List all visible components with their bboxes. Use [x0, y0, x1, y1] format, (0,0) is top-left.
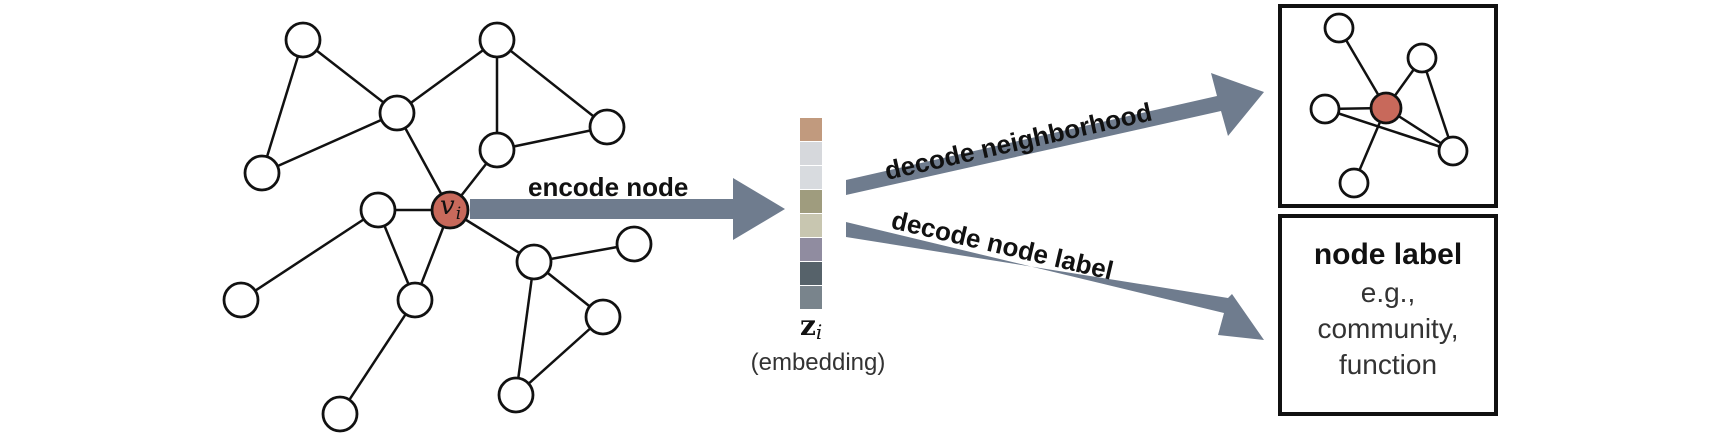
encode-label: encode node: [528, 172, 688, 202]
node-label-line-3: function: [1339, 349, 1437, 380]
graph-node-c: [243, 154, 281, 192]
embedding-cell-0: [800, 118, 822, 141]
graph-node-j: [321, 395, 359, 433]
graph-edges: [240, 38, 635, 415]
embedding-cell-4: [800, 214, 822, 237]
decode-neighborhood-label: decode neighborhood: [882, 97, 1155, 186]
embedding-cell-1: [800, 142, 822, 165]
graph-edge-a-b: [302, 39, 398, 114]
graph-node-b: [378, 94, 416, 132]
graph-node-d: [478, 21, 516, 59]
graph-node-a: [284, 21, 322, 59]
embedding-cell-5: [800, 238, 822, 261]
graph-edge-b-d: [396, 38, 498, 115]
graph-nodes: [222, 21, 653, 433]
node-label-box: [1278, 214, 1498, 416]
node-label-line-2: community,: [1317, 313, 1458, 344]
graph-edge-a-c: [260, 39, 305, 174]
decode-neighborhood-arrow: [846, 73, 1264, 195]
neighborhood-node-t: [1338, 167, 1370, 199]
graph-node-i: [396, 281, 434, 319]
graph-edge-i-j: [338, 299, 417, 415]
neighborhood-edge-r-s: [1324, 107, 1454, 153]
graph-node-center: [430, 190, 470, 230]
neighborhood-nodes: [1309, 12, 1469, 199]
graph-node-k: [515, 243, 553, 281]
graph-node-n: [497, 376, 535, 414]
graph-node-h: [222, 281, 260, 319]
graph-edge-m-n: [515, 316, 604, 396]
embedding-cell-6: [800, 262, 822, 285]
graph-edge-g-h: [240, 208, 379, 302]
embedding-cell-2: [800, 166, 822, 189]
node-label-line-1: e.g.,: [1361, 277, 1415, 308]
encode-arrow: [470, 178, 785, 240]
graph-edge-e-f: [496, 125, 608, 152]
graph-node-l: [615, 225, 653, 263]
graph-node-f: [478, 131, 516, 169]
center-node-label: vi: [440, 191, 461, 224]
graph-edge-b-c: [261, 111, 398, 175]
neighborhood-node-p: [1323, 12, 1355, 44]
node-label-title: node label: [1314, 238, 1462, 271]
neighborhood-node-center: [1369, 91, 1403, 125]
neighborhood-node-s: [1437, 135, 1469, 167]
graph-node-e: [588, 108, 626, 146]
embedding-vector: [800, 118, 822, 309]
decode-label-arrow: [846, 222, 1264, 340]
embedding-cell-3: [800, 190, 822, 213]
neighborhood-node-r: [1309, 93, 1341, 125]
embedding-symbol: zi: [800, 309, 822, 344]
neighborhood-edge-q-s: [1420, 57, 1455, 152]
graph-edge-d-e: [496, 39, 608, 128]
embedding-cell-7: [800, 286, 822, 309]
neighborhood-node-q: [1406, 42, 1438, 74]
graph-node-m: [584, 298, 622, 336]
embedding-caption: (embedding): [751, 349, 886, 376]
graph-edge-o-k: [514, 261, 536, 396]
graph-node-g: [359, 191, 397, 229]
